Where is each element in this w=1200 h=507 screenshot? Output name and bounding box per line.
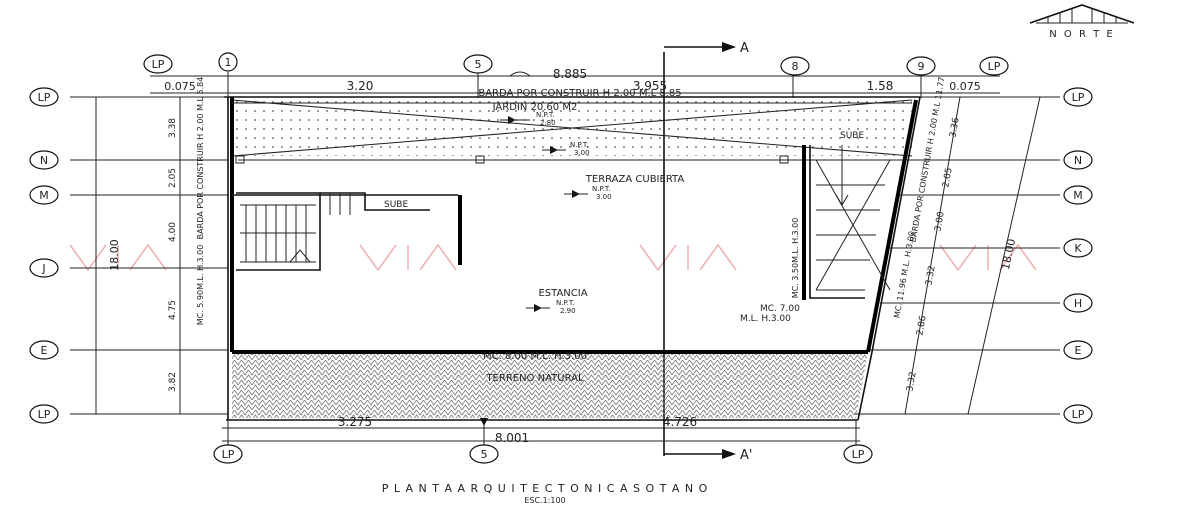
plan-title: P L A N T A A R Q U I T E C T O N I C A …: [382, 482, 708, 495]
svg-text:4.00: 4.00: [168, 222, 178, 242]
bottom-dimensions: 3.275 4.726 8.001: [222, 415, 860, 450]
svg-text:E: E: [41, 344, 48, 357]
top-dimensions: 8.885 0.075 3.20 3.955 1.58 0.075: [150, 67, 1000, 94]
svg-text:H: H: [1074, 297, 1082, 310]
svg-text:LP: LP: [38, 91, 51, 104]
svg-text:N: N: [1074, 154, 1082, 167]
left-axis-bubbles: LP N M J E LP: [29, 87, 228, 424]
svg-text:2.90: 2.90: [560, 307, 576, 315]
north-label: N O R T E: [1049, 29, 1114, 40]
svg-text:3.00: 3.00: [574, 149, 590, 157]
level-marker-terrace: N.P.T. 3.00: [564, 185, 612, 201]
svg-text:3.32: 3.32: [924, 265, 937, 286]
section-mark-bottom: A': [740, 448, 752, 463]
room-living: ESTANCIA: [538, 288, 587, 299]
right-axis-bubbles: LP N M K H E LP: [855, 87, 1093, 424]
terrain-fill: [232, 352, 868, 418]
level-marker-garden-2: N.P.T. 3.00: [542, 141, 590, 157]
svg-text:3.38: 3.38: [168, 118, 178, 138]
svg-text:N.P.T.: N.P.T.: [570, 141, 589, 149]
svg-text:9: 9: [918, 60, 925, 73]
stair-note-2: M.L. H.3.00: [740, 314, 791, 324]
dim-bottom-total: 8.001: [495, 431, 529, 445]
svg-text:LP: LP: [988, 60, 1001, 73]
svg-text:2.05: 2.05: [168, 168, 178, 188]
north-arrow-icon: N O R T E: [1029, 4, 1135, 40]
svg-text:3.82: 3.82: [168, 372, 178, 392]
section-mark-top: A: [740, 41, 749, 56]
svg-text:3.32: 3.32: [905, 371, 918, 392]
svg-text:1: 1: [225, 56, 232, 69]
svg-text:4.75: 4.75: [168, 300, 178, 320]
svg-text:LP: LP: [38, 408, 51, 421]
dim-top-offset-right: 0.075: [949, 80, 981, 93]
dim-top-total: 8.885: [553, 67, 587, 81]
svg-text:N: N: [40, 154, 48, 167]
svg-text:N.P.T.: N.P.T.: [556, 299, 575, 307]
dim-top-seg-3: 1.58: [867, 79, 894, 93]
stair-right: SUBE MC. 3.50M.L. H.3.00 MC. 7.00 M.L. H…: [740, 131, 891, 324]
dim-bottom-seg-1: 3.275: [338, 415, 372, 429]
svg-text:LP: LP: [1072, 91, 1085, 104]
svg-text:N.P.T.: N.P.T.: [536, 111, 555, 119]
stair-left: SUBE: [236, 192, 430, 271]
plan-scale: ESC.1:100: [524, 496, 565, 505]
wall-note-left-lower: MC. 5.90M.L. H.3.00: [196, 245, 205, 326]
svg-text:3.00: 3.00: [596, 193, 612, 201]
svg-text:E: E: [1075, 344, 1082, 357]
svg-text:2.86: 2.86: [915, 315, 928, 337]
wall-note-top: BARDA POR CONSTRUIR H 2.00 M.L 8.85: [478, 88, 681, 99]
wall-note-stair: MC. 3.50M.L. H.3.00: [791, 218, 800, 299]
svg-text:3.00: 3.00: [933, 211, 946, 233]
svg-text:5: 5: [475, 58, 482, 71]
svg-text:LP: LP: [1072, 408, 1085, 421]
wall-note-left: BARDA POR CONSTRUIR H 2.00 M.L 5.84: [196, 77, 205, 240]
room-terrain: TERRENO NATURAL: [485, 373, 584, 384]
stair-left-label: SUBE: [384, 200, 408, 210]
left-dimensions: 18.00 3.38 2.05 4.00 4.75 3.82 BARDA POR…: [95, 77, 205, 414]
dim-bottom-seg-2: 4.726: [663, 415, 697, 429]
wall-note-bottom: MC. 8.00 M.L. H.3.00: [483, 351, 587, 362]
svg-text:M: M: [1073, 189, 1083, 202]
walls: [224, 96, 921, 421]
svg-text:5: 5: [481, 448, 488, 461]
level-marker-garden: N.P.T. 2.80: [500, 111, 556, 127]
svg-text:2.80: 2.80: [540, 119, 556, 127]
room-terrace: TERRAZA CUBIERTA: [585, 174, 685, 185]
level-marker-living: N.P.T. 2.90: [526, 299, 576, 315]
svg-text:2.05: 2.05: [941, 167, 954, 188]
svg-text:3.36: 3.36: [948, 117, 961, 139]
top-axis-bubbles: LP 1 5 8 9 LP: [143, 52, 1009, 98]
dim-top-seg-1: 3.20: [347, 79, 374, 93]
svg-text:J: J: [41, 262, 45, 275]
dim-right-total: 18.00: [999, 238, 1018, 272]
svg-text:8: 8: [792, 60, 799, 73]
dim-left-total: 18.00: [108, 239, 121, 271]
wall-note-right-lower: MC. 11.96 M.L. H.3.00: [892, 230, 916, 318]
svg-text:M: M: [39, 189, 49, 202]
svg-text:K: K: [1074, 242, 1082, 255]
stair-note-1: MC. 7.00: [760, 304, 800, 314]
stair-right-label: SUBE: [840, 131, 864, 141]
svg-text:LP: LP: [222, 448, 235, 461]
dim-top-seg-2: 3.955: [633, 79, 667, 93]
svg-text:N.P.T.: N.P.T.: [592, 185, 611, 193]
room-garden: JARDIN 20.60 M2: [492, 102, 578, 113]
svg-text:LP: LP: [152, 58, 165, 71]
bottom-axis-bubbles: LP 5 LP: [213, 444, 873, 464]
svg-text:LP: LP: [852, 448, 865, 461]
dim-top-offset-left: 0.075: [164, 80, 196, 93]
watermark: [69, 243, 1037, 272]
